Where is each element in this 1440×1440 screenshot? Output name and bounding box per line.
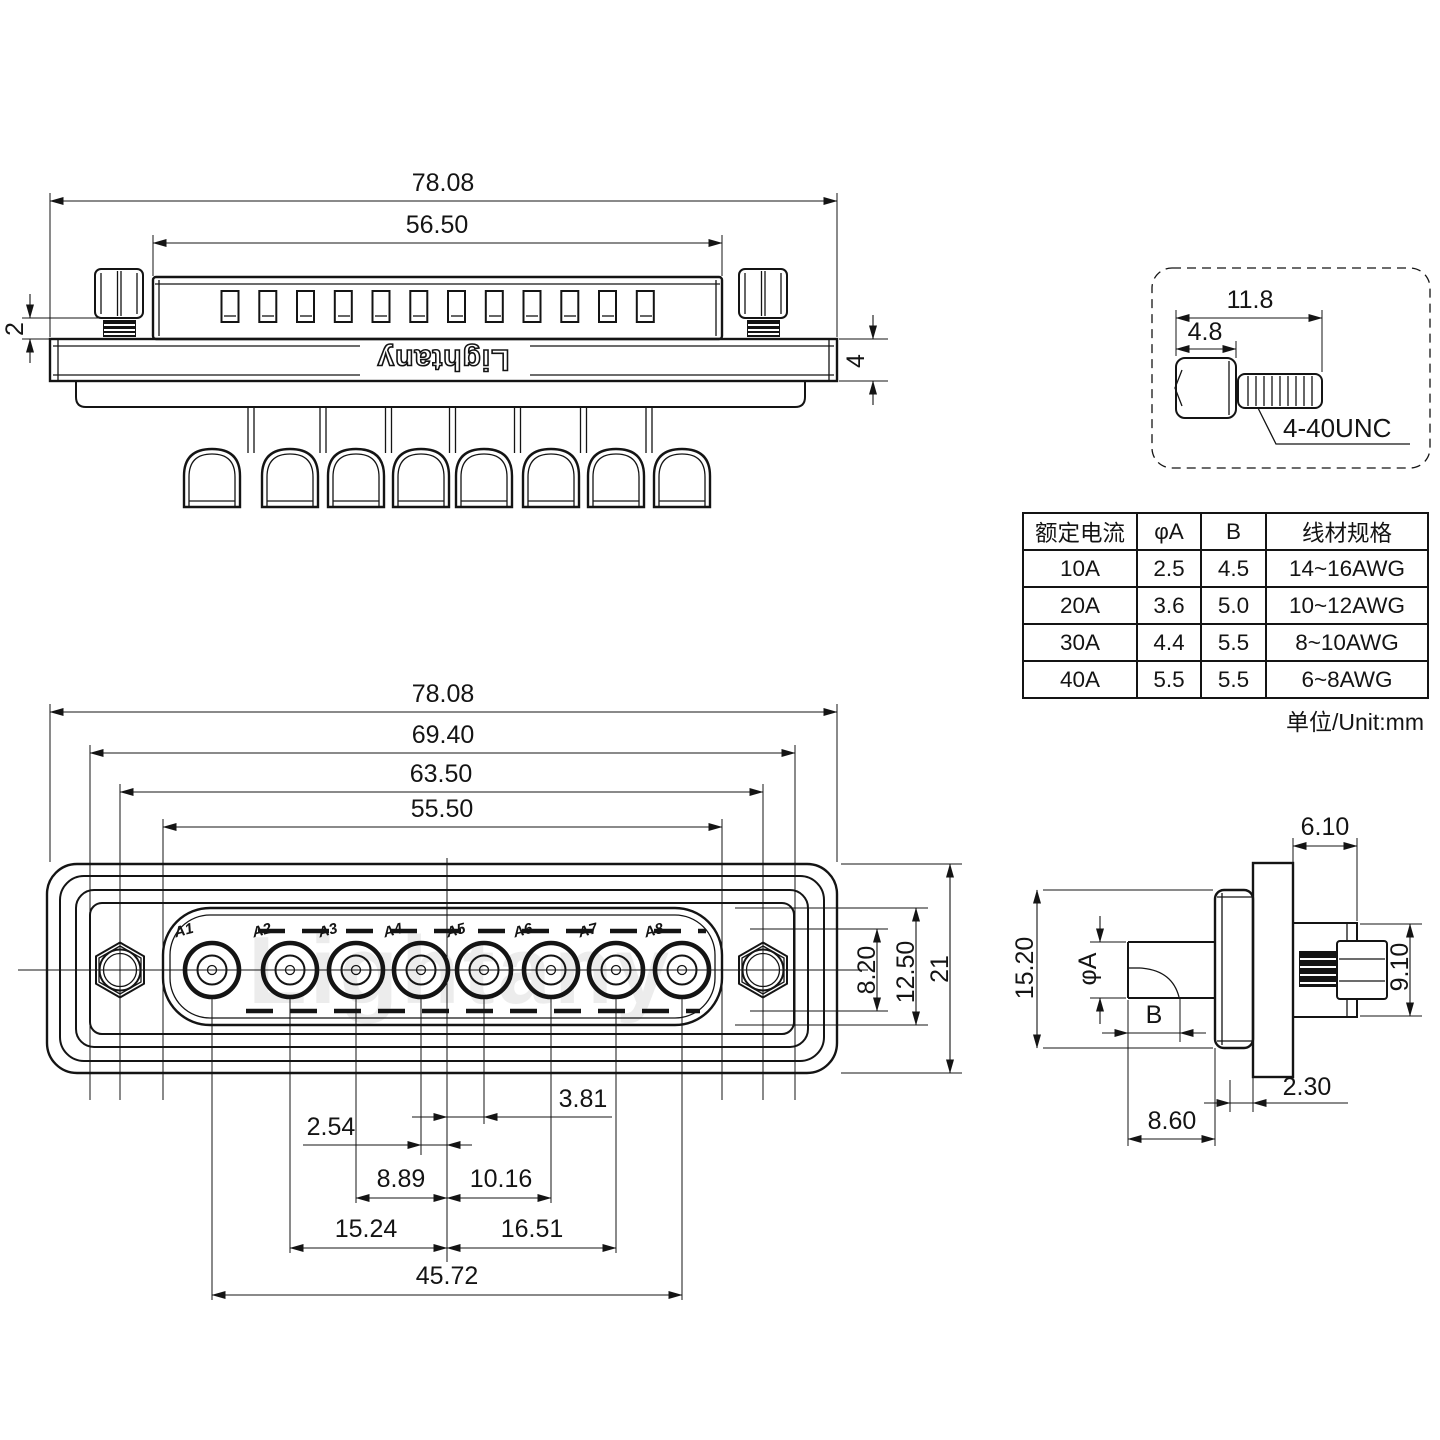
cell: 6~8AWG: [1265, 660, 1429, 699]
front-dim-p2: 2.54: [307, 1113, 356, 1141]
solder-cups-top: [182, 407, 712, 509]
side-dim-pin-dia: φA: [1074, 952, 1102, 985]
pin-label-a4: A4: [380, 920, 405, 942]
cell: 5.5: [1200, 660, 1267, 699]
front-dim-p6: 16.51: [501, 1215, 564, 1243]
top-dim-screw-protrusion: 2: [1, 322, 29, 336]
front-dim-w2: 69.40: [412, 721, 475, 749]
mounting-flange-top: Lightany: [48, 337, 839, 383]
front-dim-p7: 45.72: [416, 1262, 479, 1290]
cup-a4: [391, 447, 451, 509]
top-view: 78.08 56.50 2 4: [1, 169, 888, 509]
housing-outline-1: [45, 862, 839, 1075]
col-header-phi-a: φA: [1136, 512, 1202, 551]
col-header-wire-gauge: 线材规格: [1265, 512, 1429, 551]
col-header-rated-current: 额定电流: [1022, 512, 1138, 551]
screw-detail: 11.8 4.8 4-40UNC: [1151, 267, 1431, 469]
pin-label-a7: A7: [575, 920, 600, 942]
pin-label-a6: A6: [510, 920, 535, 942]
front-dim-p5: 15.24: [335, 1215, 398, 1243]
front-dim-w1: 78.08: [412, 680, 475, 708]
d-shell-inner: [169, 914, 716, 1019]
cell: 4.4: [1136, 623, 1202, 662]
col-header-b: B: [1200, 512, 1267, 551]
unit-note: 单位/Unit:mm: [1286, 709, 1424, 735]
cell: 10A: [1022, 549, 1138, 588]
housing-outline-3: [75, 889, 809, 1048]
hex-nut-right: [738, 941, 788, 999]
front-dim-w3: 63.50: [410, 760, 473, 788]
detail-border: [1151, 267, 1431, 469]
top-dim-body: 56.50: [406, 211, 469, 239]
connector-body-top: [151, 275, 724, 341]
cell: 8~10AWG: [1265, 623, 1429, 662]
pin-label-a1: A1: [171, 920, 195, 942]
side-dim-shell-height: 15.20: [1011, 937, 1039, 1000]
screw-dim-head: 4.8: [1188, 318, 1223, 346]
table-row: 30A 4.4 5.5 8~10AWG: [1022, 623, 1429, 662]
pin-label-a5: A5: [443, 920, 468, 942]
table-header-row: 额定电流 φA B 线材规格: [1022, 512, 1429, 551]
cup-a8: [652, 447, 712, 509]
front-dim-h1: 8.20: [853, 946, 881, 995]
cell: 5.0: [1200, 586, 1267, 625]
thread-leader-line: [1257, 407, 1410, 445]
cell: 30A: [1022, 623, 1138, 662]
pin-label-a8: A8: [641, 920, 666, 942]
jack-screw-left: [94, 268, 144, 337]
front-dim-p1: 3.81: [559, 1085, 608, 1113]
front-dim-p3: 8.89: [377, 1165, 426, 1193]
cup-a2: [260, 447, 320, 509]
housing-outline-2: [59, 875, 825, 1062]
cell: 4.5: [1200, 549, 1267, 588]
cell: 5.5: [1200, 623, 1267, 662]
front-dim-h2: 12.50: [892, 941, 920, 1004]
spec-table: 额定电流 φA B 线材规格 10A 2.5 4.5 14~16AWG 20A …: [1022, 512, 1429, 699]
side-shell: [1213, 888, 1255, 1050]
cell: 2.5: [1136, 549, 1202, 588]
side-flange: [1251, 861, 1295, 1079]
rear-plate-top: [75, 380, 806, 408]
cup-a7: [586, 447, 646, 509]
side-view: 6.10 9.10: [1011, 813, 1422, 1146]
cell: 10~12AWG: [1265, 586, 1429, 625]
side-dim-boss: 6.10: [1301, 813, 1350, 841]
cell: 14~16AWG: [1265, 549, 1429, 588]
hex-nut-left: [95, 941, 145, 999]
table-row: 20A 3.6 5.0 10~12AWG: [1022, 586, 1429, 625]
side-dim-step: 2.30: [1283, 1073, 1332, 1101]
side-contact: [1127, 941, 1215, 999]
front-dim-h3: 21: [926, 955, 954, 983]
side-dim-nut: 9.10: [1386, 943, 1414, 992]
cup-a3: [326, 447, 386, 509]
side-dim-cup: B: [1146, 1001, 1163, 1029]
front-dim-p4: 10.16: [470, 1165, 533, 1193]
cell: 20A: [1022, 586, 1138, 625]
top-dim-overall: 78.08: [412, 169, 475, 197]
thread-spec-label: 4-40UNC: [1283, 413, 1391, 443]
screw-dim-total: 11.8: [1227, 286, 1274, 314]
cell: 5.5: [1136, 660, 1202, 699]
pin-label-a3: A3: [315, 920, 340, 942]
housing-outline-4: [89, 902, 795, 1035]
vent-slots: [220, 290, 655, 323]
screw-figure: [1174, 357, 1323, 419]
cup-a5: [454, 447, 514, 509]
cell: 3.6: [1136, 586, 1202, 625]
jack-screw-right: [738, 268, 788, 337]
brand-logo-flange: Lightany: [377, 343, 510, 376]
side-screw: [1299, 940, 1388, 1000]
cup-a1: [182, 447, 242, 509]
front-view: 78.08 69.40 63.50 55.50 Lightany: [18, 680, 962, 1300]
pin-label-a2: A2: [249, 920, 274, 942]
front-dim-w4: 55.50: [411, 795, 474, 823]
cell: 40A: [1022, 660, 1138, 699]
table-row: 10A 2.5 4.5 14~16AWG: [1022, 549, 1429, 588]
table-row: 40A 5.5 5.5 6~8AWG: [1022, 660, 1429, 699]
d-shell-outer: [161, 906, 724, 1027]
cup-a6: [521, 447, 581, 509]
top-dim-flange-thickness: 4: [842, 354, 870, 368]
side-dim-depth: 8.60: [1148, 1107, 1197, 1135]
